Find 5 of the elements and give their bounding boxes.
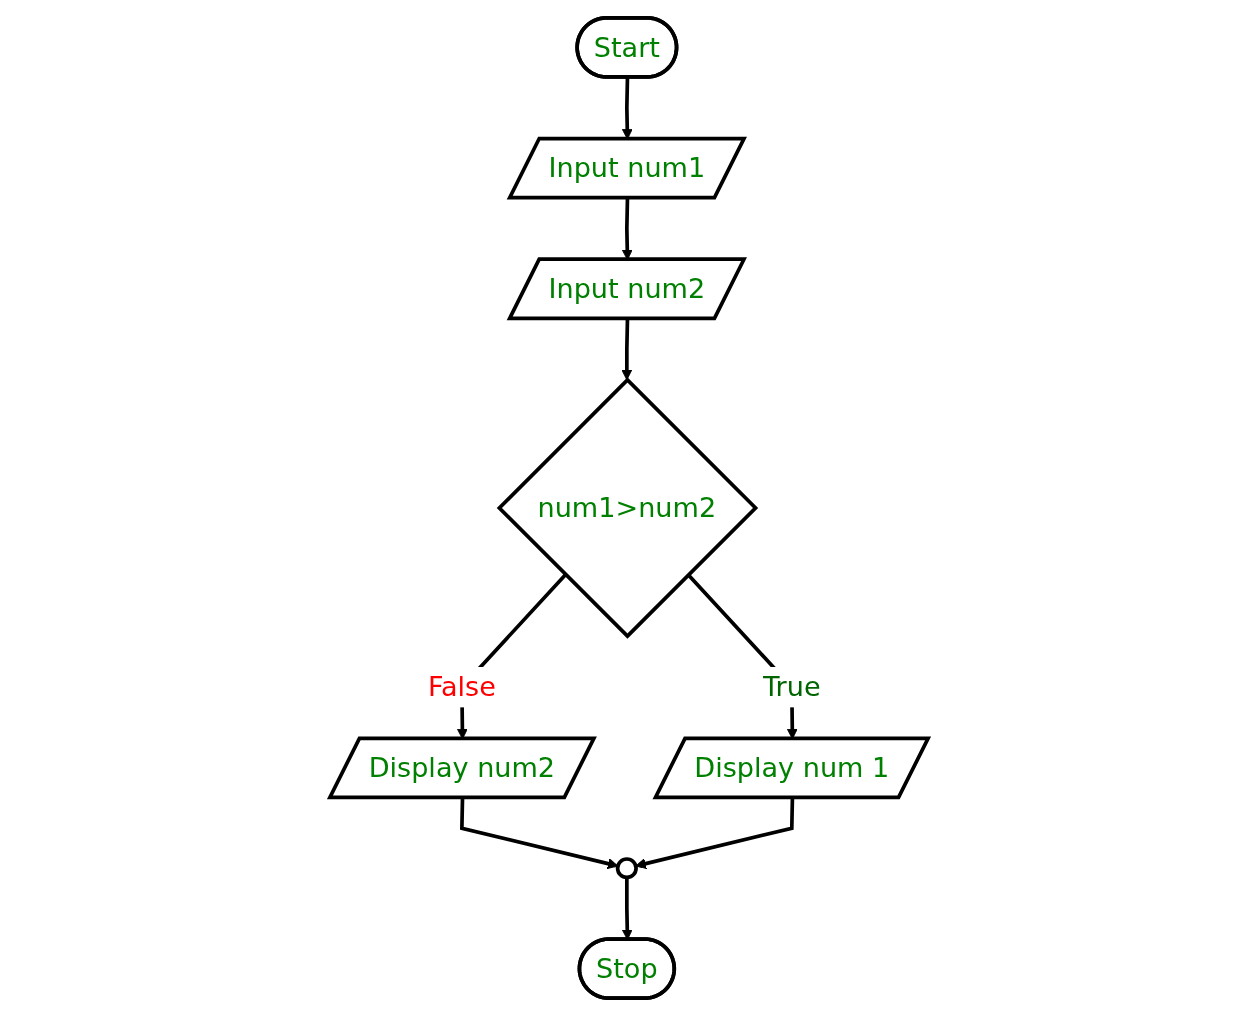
edge-label: True <box>763 671 821 703</box>
arrow <box>635 798 795 869</box>
node-diamond: num1>num2 <box>496 377 759 639</box>
edge-label: False <box>427 671 496 703</box>
node-circle <box>615 857 638 880</box>
